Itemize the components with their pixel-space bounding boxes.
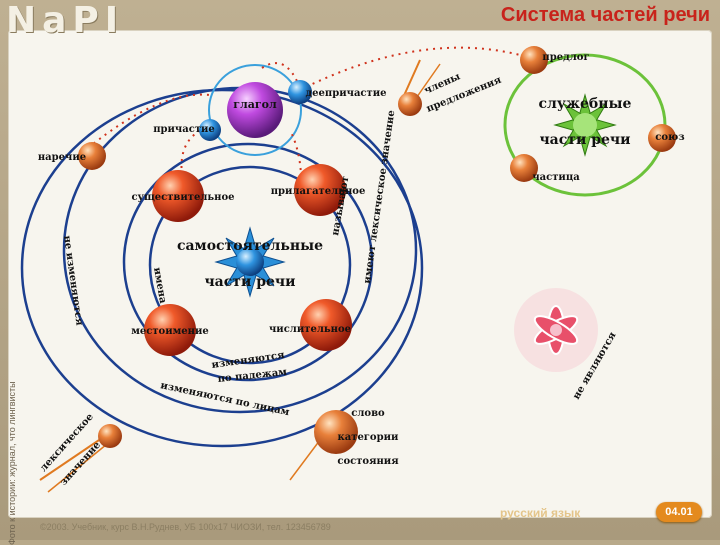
glagol-planet bbox=[227, 82, 283, 138]
function-star-icon bbox=[553, 93, 617, 157]
sluzh-label-2: части речи bbox=[539, 132, 630, 148]
trajectory-sushch bbox=[180, 127, 206, 176]
sushch-planet bbox=[152, 170, 204, 222]
chislit-planet bbox=[300, 299, 352, 351]
orbit-label-imeyut: имеют лексическое значение bbox=[362, 110, 397, 285]
slovo-label-2: категории bbox=[338, 432, 399, 443]
mestoim-label: местоимение bbox=[131, 326, 209, 337]
samost-label-1: самостоятельные bbox=[177, 238, 323, 254]
middle-orbit bbox=[122, 142, 374, 382]
chislit-label: числительное bbox=[269, 324, 351, 335]
predlog-label: предлог bbox=[542, 52, 589, 63]
sushch-label: существительное bbox=[131, 192, 234, 203]
prilag-planet bbox=[294, 164, 346, 216]
watermark: русский язык bbox=[500, 506, 581, 520]
slovo-label-3: состояния bbox=[337, 456, 399, 467]
chastica-label: частица bbox=[532, 172, 580, 183]
trajectory-deeprich bbox=[261, 62, 301, 89]
pink-flower-icon bbox=[514, 288, 598, 372]
comet-chleny bbox=[398, 59, 441, 116]
slovo-kat-planet bbox=[314, 410, 358, 454]
footer-copyright: ©2003. Учебник, курс В.Н.Руднев, УБ 100х… bbox=[40, 522, 331, 532]
page-number-badge[interactable]: 04.01 bbox=[656, 502, 702, 522]
logo: NaPI bbox=[6, 0, 125, 41]
prichastie-planet bbox=[199, 119, 221, 141]
inner-orbit bbox=[148, 165, 352, 365]
soyuz-planet bbox=[648, 124, 676, 152]
deeprichastie-planet bbox=[288, 80, 312, 104]
samost-label-2: части речи bbox=[204, 274, 295, 290]
orbit-label-izmen-2: по падежам bbox=[217, 367, 288, 385]
slovo-label-1: слово bbox=[351, 408, 385, 419]
comet-leksich bbox=[39, 424, 122, 493]
independent-star-icon bbox=[214, 226, 286, 298]
glagol-label: глагол bbox=[233, 98, 277, 111]
prilag-label: прилагательное bbox=[271, 186, 366, 197]
predlog-planet bbox=[520, 46, 548, 74]
narechie-label: наречие bbox=[38, 152, 86, 163]
sluzh-label-1: служебные bbox=[539, 96, 632, 112]
orbit-label-imena: имена bbox=[151, 267, 168, 305]
chastica-planet bbox=[510, 154, 538, 182]
verb-orbit bbox=[208, 64, 302, 156]
mestoim-planet bbox=[144, 304, 196, 356]
deeprichastie-label: деепричастие bbox=[306, 88, 387, 99]
page-title: Система частей речи bbox=[500, 4, 710, 26]
orbit-label-ne-izmen: не изменяются bbox=[61, 235, 85, 327]
narechie-planet bbox=[78, 142, 106, 170]
prichastie-label: причастие bbox=[153, 124, 215, 135]
soyuz-label: союз bbox=[655, 132, 684, 143]
